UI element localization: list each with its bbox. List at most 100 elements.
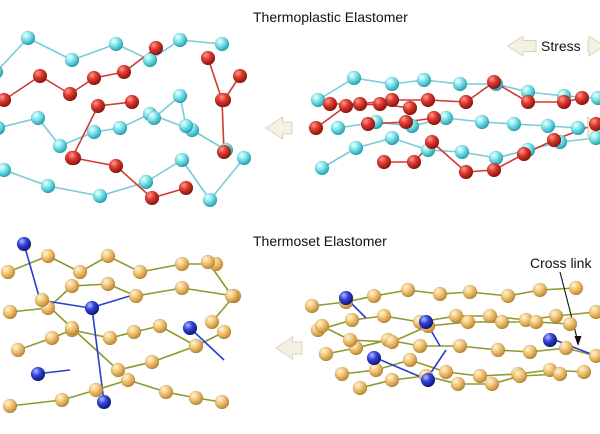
stress-label: Stress (541, 38, 581, 54)
hard-segment-bead (145, 191, 159, 205)
polymer-bead (129, 289, 143, 303)
polymer-bead (45, 331, 59, 345)
polymer-bead (41, 249, 55, 263)
polymer-bead (111, 363, 125, 377)
polymer-bead (433, 287, 447, 301)
soft-segment-bead (41, 179, 55, 193)
polymer-bead (485, 377, 499, 391)
soft-segment-bead (21, 31, 35, 45)
hard-segment-bead (201, 51, 215, 65)
polymer-bead (367, 289, 381, 303)
stress-arrow-icon (508, 36, 536, 56)
polymer-bead (413, 339, 427, 353)
soft-segment-bead (591, 91, 600, 105)
polymer-bead (201, 255, 215, 269)
hard-segment-bead (339, 99, 353, 113)
polymer-bead (225, 289, 239, 303)
polymer-bead (463, 285, 477, 299)
polymer-bead (369, 363, 383, 377)
crosslink-bead (339, 291, 353, 305)
hard-segment-bead (373, 97, 387, 111)
hard-segment-bead (425, 135, 439, 149)
hard-segment-bead (67, 151, 81, 165)
crosslink-bead (367, 351, 381, 365)
polymer-bead (319, 347, 333, 361)
soft-segment-bead (0, 163, 11, 177)
polymer-bead (55, 393, 69, 407)
stress-arrow-icon (276, 337, 302, 359)
soft-segment-bead (237, 151, 251, 165)
polymer-bead (533, 283, 547, 297)
title-thermoplastic-elastomer: Thermoplastic Elastomer (253, 9, 408, 25)
hard-segment-bead (87, 71, 101, 85)
hard-segment-bead (179, 181, 193, 195)
polymer-bead (385, 335, 399, 349)
polymer-bead (461, 315, 475, 329)
polymer-bead (3, 305, 17, 319)
cross-link-label: Cross link (530, 255, 591, 271)
soft-segment-bead (215, 37, 229, 51)
polymer-bead (305, 299, 319, 313)
hard-segment-bead (487, 75, 501, 89)
soft-segment-bead (417, 73, 431, 87)
polymer-bead (549, 309, 563, 323)
hard-segment-bead (0, 93, 11, 107)
hard-segment-bead (547, 133, 561, 147)
hard-segment-chain (4, 48, 156, 100)
stress-arrow-icon (266, 117, 292, 139)
polymer-bead (495, 315, 509, 329)
polymer-bead (315, 319, 329, 333)
soft-segment-bead (203, 193, 217, 207)
soft-segment-bead (347, 71, 361, 85)
hard-segment-bead (109, 159, 123, 173)
hard-segment-bead (557, 95, 571, 109)
polymer-bead (523, 345, 537, 359)
polymer-bead (439, 365, 453, 379)
polymer-bead (501, 289, 515, 303)
polymer-bead (153, 319, 167, 333)
soft-segment-bead (65, 53, 79, 67)
cross-link-pointer-icon (575, 336, 582, 346)
title-thermoset-elastomer: Thermoset Elastomer (253, 233, 387, 249)
polymer-bead (217, 325, 231, 339)
polymer-bead (353, 381, 367, 395)
hard-segment-bead (407, 155, 421, 169)
crosslink-bead (543, 333, 557, 347)
hard-segment-bead (421, 93, 435, 107)
soft-segment-bead (179, 119, 193, 133)
hard-segment-chain (74, 158, 186, 198)
polymer-bead (401, 283, 415, 297)
polymer-bead (3, 399, 17, 413)
soft-segment-bead (31, 111, 45, 125)
hard-segment-bead (323, 97, 337, 111)
polymer-bead (559, 341, 573, 355)
polymer-bead (589, 305, 600, 319)
hard-segment-bead (125, 95, 139, 109)
hard-segment-bead (217, 93, 231, 107)
hard-segment-bead (63, 87, 77, 101)
hard-segment-bead (487, 163, 501, 177)
hard-segment-bead (517, 147, 531, 161)
polymer-bead (589, 349, 600, 363)
polymer-bead (133, 265, 147, 279)
polymer-bead (385, 373, 399, 387)
polymer-bead (89, 383, 103, 397)
polymer-bead (11, 343, 25, 357)
polymer-bead (569, 281, 583, 295)
polymer-bead (145, 355, 159, 369)
hard-segment-bead (459, 95, 473, 109)
hard-segment-bead (361, 117, 375, 131)
soft-segment-bead (139, 175, 153, 189)
soft-segment-bead (349, 141, 363, 155)
polymer-bead (205, 315, 219, 329)
soft-segment-bead (93, 189, 107, 203)
soft-segment-bead (453, 77, 467, 91)
polymer-bead (1, 265, 15, 279)
soft-segment-bead (173, 89, 187, 103)
polymer-bead (175, 281, 189, 295)
stress-arrow-icon (588, 36, 600, 56)
polymer-bead (345, 313, 359, 327)
crosslink-bead (31, 367, 45, 381)
